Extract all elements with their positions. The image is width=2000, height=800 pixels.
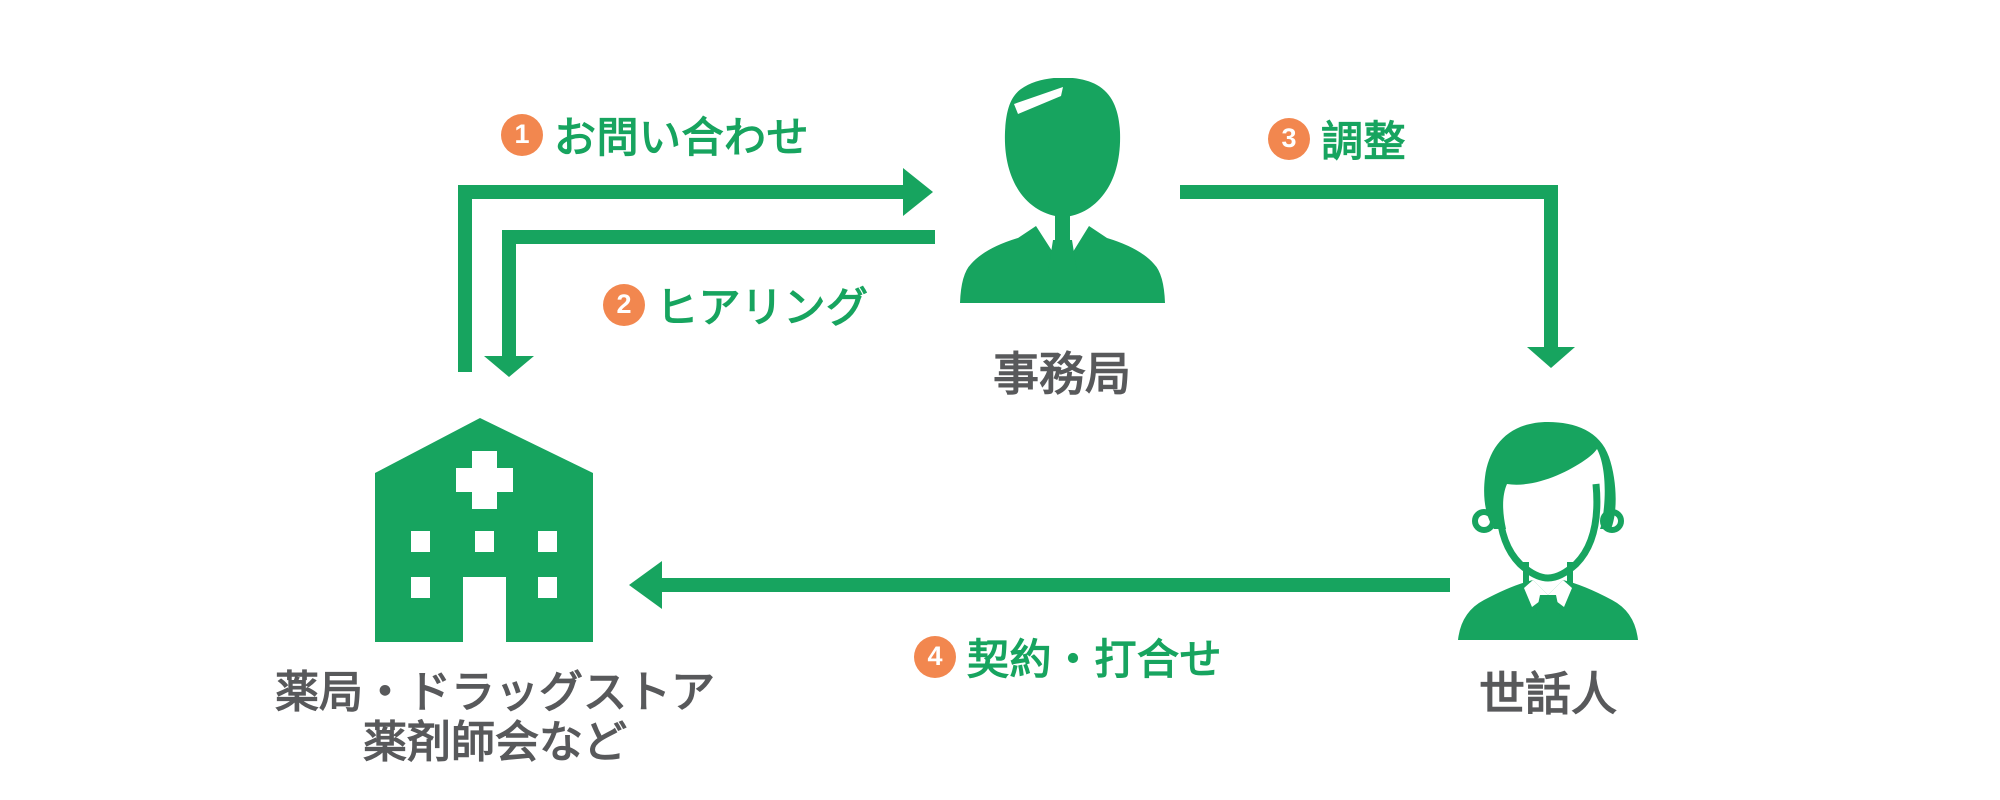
hospital-building-icon: [375, 418, 593, 642]
step-3-coordination: 3 調整: [1268, 108, 1406, 169]
step-4-label: 契約・打合せ: [967, 636, 1223, 683]
pharmacy-label-line2: 薬剤師会など: [363, 718, 627, 767]
step-1-inquiry: 1 お問い合わせ: [501, 104, 809, 165]
young-man-icon: [1458, 422, 1638, 640]
step-4-contract: 4 契約・打合せ: [914, 626, 1222, 687]
arrow-inquiry: [458, 168, 933, 372]
arrow-contract: [629, 561, 1450, 609]
step-2-number-badge: 2: [603, 283, 645, 326]
caretaker-label: 世話人: [1479, 668, 1617, 720]
step-2-hearing: 2 ヒアリング: [603, 274, 869, 335]
step-1-number-badge: 1: [501, 113, 543, 156]
office-label: 事務局: [993, 348, 1131, 400]
step-1-label: お問い合わせ: [554, 114, 810, 161]
pharmacy-label-line1: 薬局・ドラッグストア: [275, 668, 715, 717]
arrow-coordination: [1180, 185, 1575, 368]
arrow-hearing: [484, 230, 935, 377]
businessman-icon: [960, 78, 1165, 303]
step-4-number-badge: 4: [914, 635, 956, 678]
step-2-label: ヒアリング: [656, 284, 869, 331]
step-3-number-badge: 3: [1268, 117, 1310, 160]
pharmacy-label: 薬局・ドラッグストア 薬剤師会など: [275, 668, 715, 768]
step-3-label: 調整: [1321, 118, 1407, 165]
